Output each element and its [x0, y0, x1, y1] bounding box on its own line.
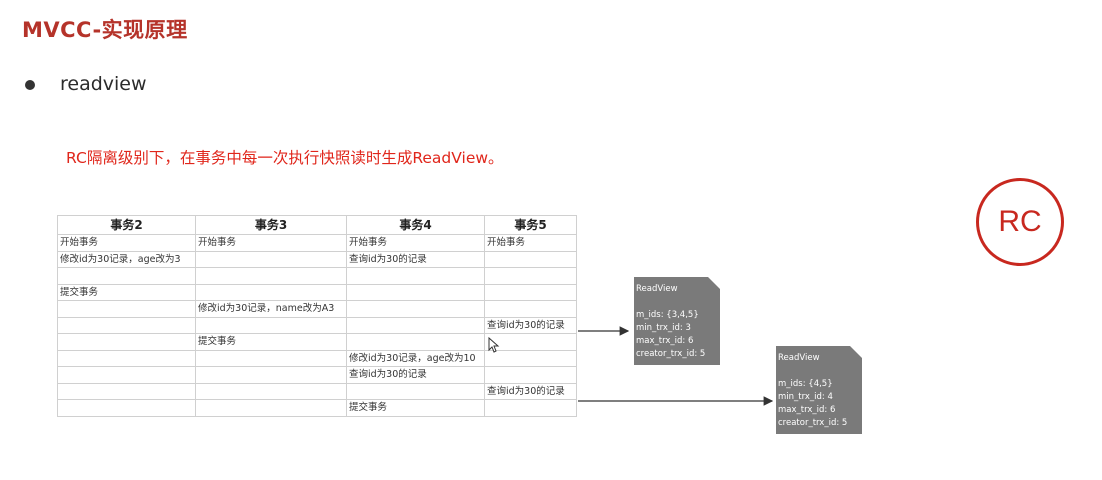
- table-cell: [484, 399, 577, 417]
- table-row: 提交事务: [57, 283, 577, 301]
- header-tx4: 事务4: [346, 215, 485, 235]
- slide-title: MVCC-实现原理: [22, 18, 188, 42]
- mouse-cursor-icon: [488, 337, 500, 353]
- bullet-dot: [25, 80, 35, 90]
- readview-max-trx-id: max_trx_id: 6: [636, 336, 694, 346]
- table-row: 修改id为30记录，age改为10: [57, 349, 577, 367]
- readview-min-trx-id: min_trx_id: 3: [636, 323, 691, 333]
- header-tx2: 事务2: [57, 215, 196, 235]
- header-tx3: 事务3: [195, 215, 347, 235]
- rc-badge: RC: [976, 178, 1064, 266]
- readview-title: ReadView: [636, 284, 678, 294]
- readview-max-trx-id: max_trx_id: 6: [778, 405, 836, 415]
- readview-min-trx-id: min_trx_id: 4: [778, 392, 833, 402]
- readview-title: ReadView: [778, 353, 820, 363]
- readview-m-ids: m_ids: {4,5}: [778, 379, 833, 389]
- table-row: 提交事务: [57, 333, 577, 351]
- table-row: [57, 267, 577, 285]
- table-row: 修改id为30记录，name改为A3: [57, 300, 577, 318]
- table-header-row: 事务2 事务3 事务4 事务5: [57, 215, 577, 235]
- table-row: 查询id为30的记录: [57, 316, 577, 334]
- rc-note: RC隔离级别下，在事务中每一次执行快照读时生成ReadView。: [66, 149, 504, 167]
- readview-creator-trx-id: creator_trx_id: 5: [636, 349, 706, 359]
- transaction-table: 事务2 事务3 事务4 事务5 开始事务开始事务开始事务开始事务修改id为30记…: [57, 215, 577, 417]
- readview-m-ids: m_ids: {3,4,5}: [636, 310, 699, 320]
- table-row: 提交事务: [57, 399, 577, 417]
- readview-creator-trx-id: creator_trx_id: 5: [778, 418, 848, 428]
- readview-doc-2: ReadView m_ids: {4,5} min_trx_id: 4 max_…: [776, 346, 862, 434]
- readview-doc-1: ReadView m_ids: {3,4,5} min_trx_id: 3 ma…: [634, 277, 720, 365]
- table-row: 查询id为30的记录: [57, 366, 577, 384]
- header-tx5: 事务5: [484, 215, 577, 235]
- bullet-text: readview: [60, 73, 147, 95]
